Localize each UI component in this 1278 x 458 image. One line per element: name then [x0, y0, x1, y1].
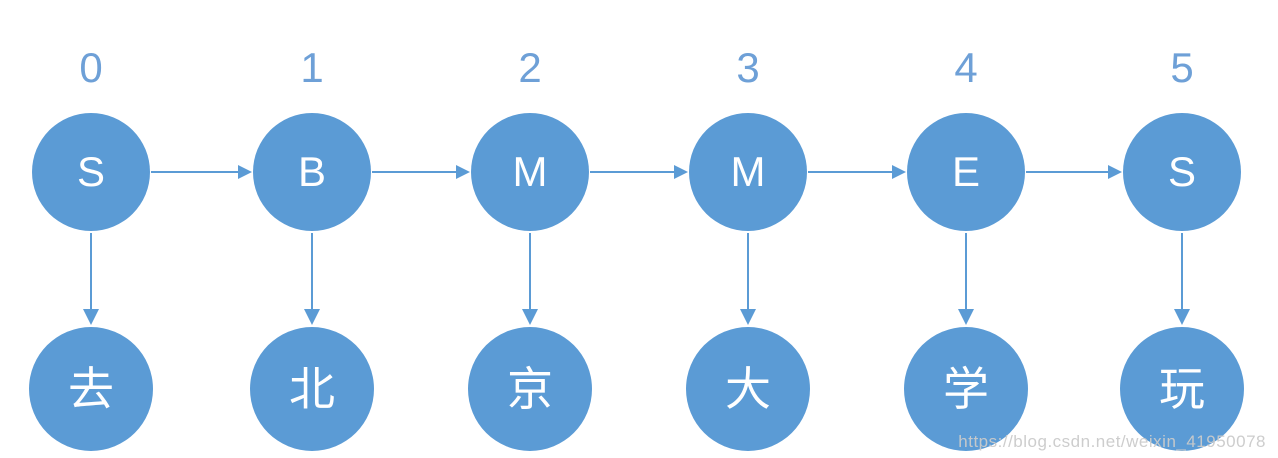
index-label: 5: [1170, 44, 1194, 91]
char-label: 北: [289, 363, 335, 415]
observation-node: 去: [29, 327, 153, 451]
emission-arrow-line: [1181, 233, 1183, 310]
emission-arrow-line: [529, 233, 531, 310]
index-label: 1: [300, 44, 324, 91]
transition-arrow-head-icon: [892, 165, 906, 179]
state-label: B: [297, 148, 326, 195]
char-label: 学: [943, 363, 989, 415]
transition-arrow-line: [808, 171, 892, 173]
transition-arrow-line: [1026, 171, 1108, 173]
state-node: E: [907, 113, 1025, 231]
transition-arrow-line: [590, 171, 674, 173]
observation-node: 北: [250, 327, 374, 451]
index-label: 4: [954, 44, 978, 91]
state-label: E: [951, 148, 980, 195]
state-node: S: [32, 113, 150, 231]
state-label: S: [1167, 148, 1196, 195]
emission-arrow-head-icon: [304, 309, 320, 325]
emission-arrow-head-icon: [958, 309, 974, 325]
state-node: S: [1123, 113, 1241, 231]
emission-arrow-head-icon: [83, 309, 99, 325]
transition-arrow-line: [151, 171, 238, 173]
transition-arrow-head-icon: [1108, 165, 1122, 179]
emission-arrow-line: [747, 233, 749, 310]
state-label: M: [730, 148, 766, 195]
emission-arrow-line: [311, 233, 313, 310]
observation-node: 玩: [1120, 327, 1244, 451]
char-label: 玩: [1159, 363, 1205, 415]
state-label: M: [512, 148, 548, 195]
observation-node: 学: [904, 327, 1028, 451]
index-label: 3: [736, 44, 760, 91]
transition-arrow-line: [372, 171, 456, 173]
emission-arrow-head-icon: [522, 309, 538, 325]
char-label: 去: [68, 363, 114, 415]
emission-arrow-head-icon: [1174, 309, 1190, 325]
index-label: 0: [79, 44, 103, 91]
state-node: M: [689, 113, 807, 231]
char-label: 大: [725, 363, 771, 415]
transition-arrow-head-icon: [456, 165, 470, 179]
state-label: S: [76, 148, 105, 195]
char-label: 京: [507, 363, 553, 415]
emission-arrow-line: [965, 233, 967, 310]
emission-arrow-head-icon: [740, 309, 756, 325]
watermark: https://blog.csdn.net/weixin_41950078: [958, 432, 1266, 451]
index-label: 2: [518, 44, 542, 91]
observation-node: 京: [468, 327, 592, 451]
observation-node: 大: [686, 327, 810, 451]
transition-arrow-head-icon: [674, 165, 688, 179]
state-node: B: [253, 113, 371, 231]
emission-arrow-line: [90, 233, 92, 310]
state-node: M: [471, 113, 589, 231]
transition-arrow-head-icon: [238, 165, 252, 179]
